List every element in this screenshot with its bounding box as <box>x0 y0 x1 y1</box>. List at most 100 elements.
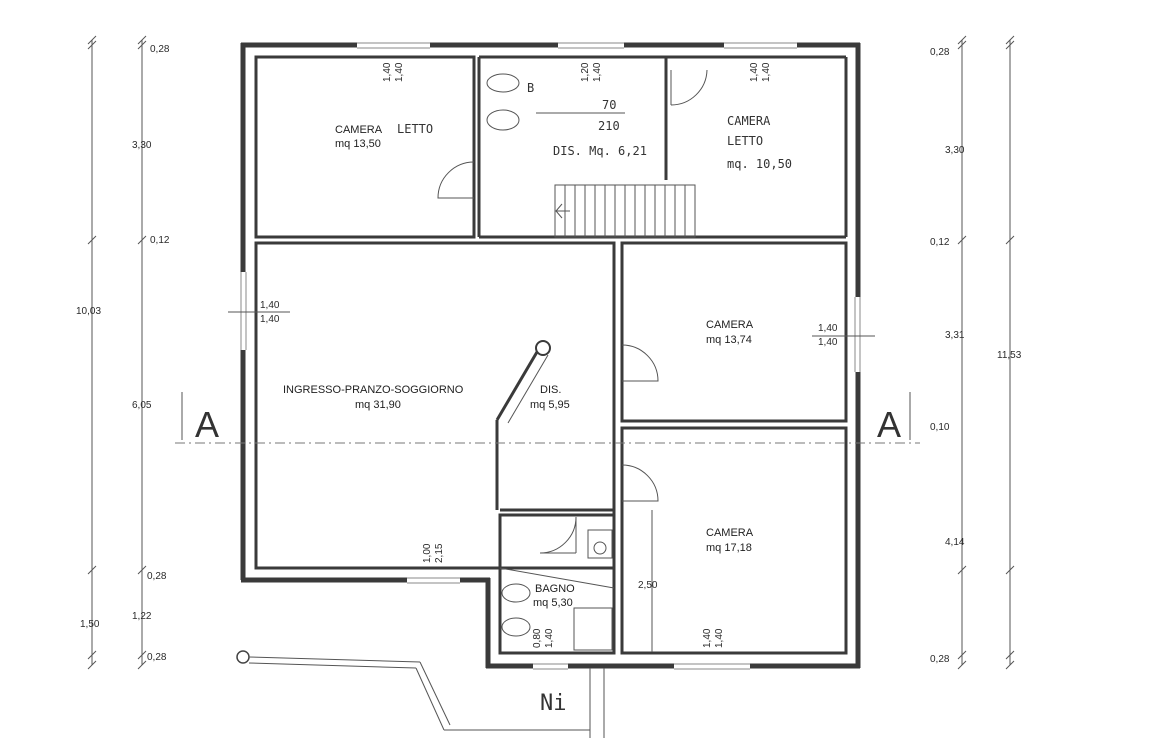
interior-walls <box>254 55 848 655</box>
w4-a: 1,40 <box>260 300 280 311</box>
dimension-tick <box>1005 235 1015 245</box>
dim-right-1: 3,30 <box>945 145 965 156</box>
room-name-2: LETTO <box>727 134 763 148</box>
dim-left-total: 10,03 <box>76 306 101 317</box>
room-name-1: CAMERA <box>727 114 771 128</box>
room-area: mq 13,50 <box>335 138 381 150</box>
room-name: INGRESSO-PRANZO-SOGGIORNO <box>283 384 464 396</box>
dim-right-3: 3,31 <box>945 330 965 341</box>
room-dis-top: B 70 210 DIS. Mq. 6,21 <box>527 81 647 158</box>
w5-b: 1,40 <box>818 337 838 348</box>
w1-b: 1,40 <box>394 62 405 82</box>
dimension-tick <box>87 650 97 660</box>
dimension-tick <box>957 40 967 50</box>
window-dims: 1,40 1,40 1,20 1,40 1,40 1,40 1,40 1,40 … <box>228 62 875 652</box>
dims-left-inner: 0,28 3,30 0,12 6,05 0,28 1,22 0,28 <box>132 44 170 663</box>
dimension-tick <box>137 235 147 245</box>
dim-left-0: 0,28 <box>150 44 170 55</box>
room-camera-e: CAMERA mq 13,74 <box>706 319 754 346</box>
door-dim-b: 210 <box>598 119 620 133</box>
dimension-tick <box>87 35 97 45</box>
w3-a: 1,40 <box>749 62 760 82</box>
dim-2-50: 2,50 <box>638 580 658 591</box>
w3-b: 1,40 <box>761 62 772 82</box>
room-name: CAMERA <box>706 527 754 539</box>
w8-b: 1,40 <box>714 628 725 648</box>
dimension-tick <box>137 660 147 670</box>
dim-right-4: 0,10 <box>930 422 950 433</box>
dim-left-1: 3,30 <box>132 140 152 151</box>
section-mark-left: A <box>195 404 219 445</box>
dis-area-note: DIS. Mq. 6,21 <box>553 144 647 158</box>
room-name: CAMERA <box>335 124 383 136</box>
dim-left-bottom: 1,50 <box>80 619 100 630</box>
dims-right-inner: 0,28 3,30 0,12 3,31 0,10 4,14 0,28 <box>930 47 965 665</box>
w7-b: 1,40 <box>544 628 555 648</box>
dimension-tick <box>87 660 97 670</box>
outer-walls <box>240 42 861 670</box>
dim-right-2: 0,12 <box>930 237 950 248</box>
bath-b-mark: B <box>527 81 534 95</box>
room-camera-letto-ne: CAMERA LETTO mq. 10,50 <box>727 114 792 171</box>
dims-left-outer: 10,03 1,50 <box>76 306 101 630</box>
w4-b: 1,40 <box>260 314 280 325</box>
room-area: mq 5,95 <box>530 399 570 411</box>
room-name: BAGNO <box>535 583 575 595</box>
room-hand-note: LETTO <box>397 122 433 136</box>
w2-a: 1,20 <box>580 62 591 82</box>
dimension-tick <box>957 35 967 45</box>
room-camera-letto-nw: CAMERA LETTO mq 13,50 <box>335 122 433 150</box>
room-bagno: BAGNO mq 5,30 <box>533 583 575 609</box>
room-area: mq. 10,50 <box>727 157 792 171</box>
stair <box>554 184 696 238</box>
room-name: DIS. <box>540 384 561 396</box>
w6-b: 2,15 <box>434 543 445 563</box>
dims-right-outer: 11,53 <box>997 350 1022 361</box>
dimension-tick <box>957 235 967 245</box>
dim-left-4: 0,28 <box>147 571 167 582</box>
column-flue <box>495 340 551 424</box>
dimension-tick <box>137 565 147 575</box>
dim-right-total: 11,53 <box>997 350 1022 361</box>
room-camera-se: CAMERA mq 17,18 <box>706 527 754 554</box>
room-soggiorno: INGRESSO-PRANZO-SOGGIORNO mq 31,90 <box>283 384 464 411</box>
dim-right-5: 4,14 <box>945 537 965 548</box>
dim-left-5: 1,22 <box>132 611 152 622</box>
dimension-tick <box>87 235 97 245</box>
dimension-tick <box>1005 35 1015 45</box>
dim-left-3: 6,05 <box>132 400 152 411</box>
dimension-tick <box>137 40 147 50</box>
dimension-tick <box>957 565 967 575</box>
dim-right-0: 0,28 <box>930 47 950 58</box>
room-area: mq 5,30 <box>533 597 573 609</box>
section-mark-right: A <box>877 404 901 445</box>
dimension-tick <box>87 565 97 575</box>
terrace-path <box>236 650 605 738</box>
door-dim-a: 70 <box>602 98 616 112</box>
dimension-tick <box>137 650 147 660</box>
dim-left-2: 0,12 <box>150 235 170 246</box>
w5-a: 1,40 <box>818 323 838 334</box>
w6-a: 1,00 <box>422 543 433 563</box>
dimension-tick <box>87 40 97 50</box>
room-area: mq 31,90 <box>355 399 401 411</box>
room-name: CAMERA <box>706 319 754 331</box>
section-line: A A <box>175 392 920 445</box>
w2-b: 1,40 <box>592 62 603 82</box>
dimension-tick <box>957 650 967 660</box>
dimension-tick <box>957 660 967 670</box>
dimension-tick <box>137 35 147 45</box>
entrance-mark: Ni <box>540 691 567 716</box>
w7-a: 0,80 <box>532 628 543 648</box>
room-dis: DIS. mq 5,95 <box>530 384 570 411</box>
bathroom-fixtures <box>486 73 613 651</box>
room-area: mq 13,74 <box>706 334 752 346</box>
w1-a: 1,40 <box>382 62 393 82</box>
dimension-tick <box>1005 660 1015 670</box>
dim-left-6: 0,28 <box>147 652 167 663</box>
dimension-lines <box>87 35 1015 670</box>
dimension-tick <box>1005 565 1015 575</box>
dimension-tick <box>1005 650 1015 660</box>
room-area: mq 17,18 <box>706 542 752 554</box>
